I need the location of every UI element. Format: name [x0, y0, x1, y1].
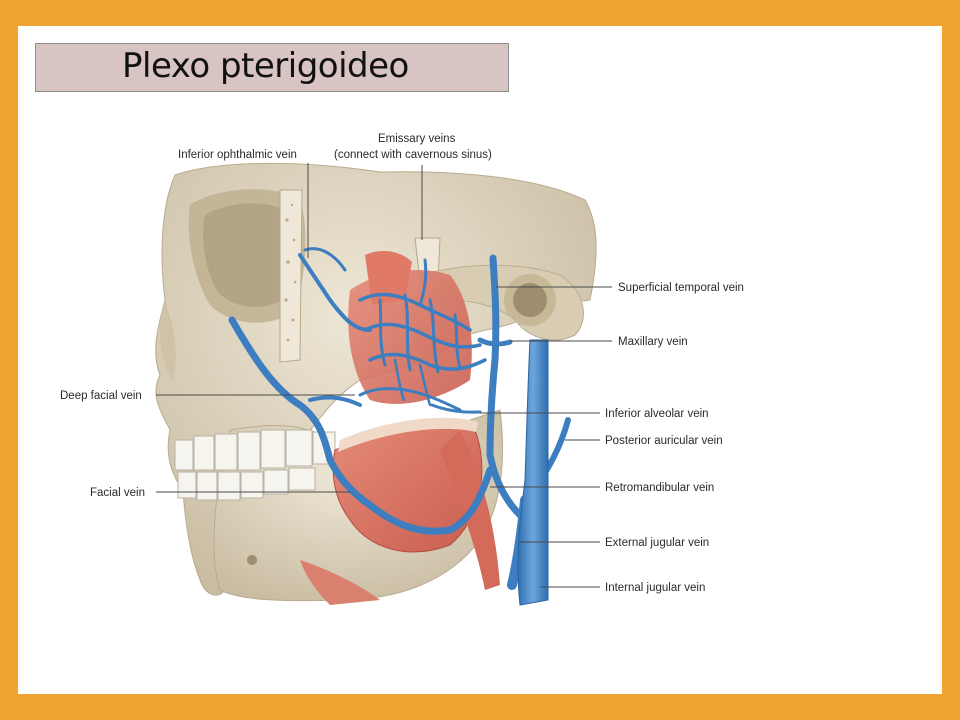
label-external-jugular-vein: External jugular vein — [605, 537, 709, 549]
anatomy-labels: Inferior ophthalmic vein Emissary veins … — [60, 133, 744, 594]
label-maxillary-vein: Maxillary vein — [618, 336, 688, 348]
teeth — [174, 429, 336, 501]
title-box: Plexo pterigoideo — [35, 43, 509, 92]
label-emissary-veins: Emissary veins — [378, 133, 456, 145]
label-posterior-auricular-vein: Posterior auricular vein — [605, 435, 723, 447]
leader-lines — [156, 163, 612, 588]
label-internal-jugular-vein: Internal jugular vein — [605, 582, 705, 594]
label-deep-facial-vein: Deep facial vein — [60, 390, 142, 402]
internal-jugular-tube — [517, 339, 549, 606]
label-inferior-ophthalmic-vein: Inferior ophthalmic vein — [178, 149, 297, 161]
label-superficial-temporal-vein: Superficial temporal vein — [618, 282, 744, 294]
slide-title: Plexo pterigoideo — [122, 46, 409, 86]
label-inferior-alveolar-vein: Inferior alveolar vein — [605, 408, 709, 420]
label-facial-vein: Facial vein — [90, 487, 145, 499]
label-retromandibular-vein: Retromandibular vein — [605, 482, 714, 494]
venous-network — [228, 247, 571, 590]
label-emissary-veins-note: (connect with cavernous sinus) — [334, 149, 492, 161]
